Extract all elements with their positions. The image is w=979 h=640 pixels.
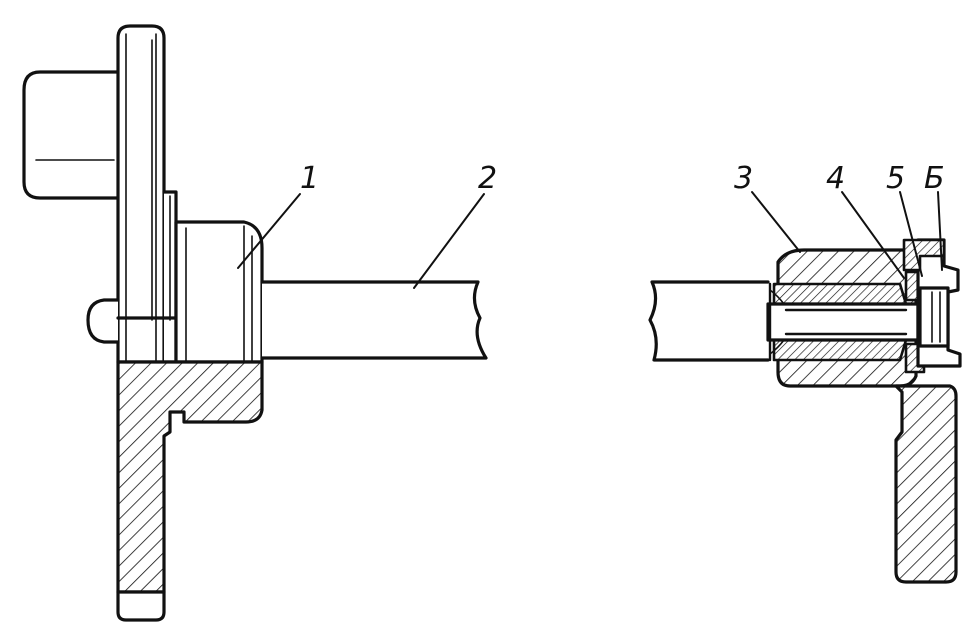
- label-3: 3: [734, 161, 753, 196]
- label-2: 2: [478, 161, 497, 196]
- lever-bottom-tip: [116, 590, 166, 622]
- right-assembly: [648, 238, 962, 584]
- left-handle: [22, 70, 120, 200]
- hub-part-1: [174, 220, 264, 364]
- right-lever-section: [894, 384, 958, 584]
- label-1: 1: [300, 161, 319, 196]
- shaft-part-2: [260, 280, 488, 360]
- left-pin: [86, 298, 120, 344]
- label-5: 5: [886, 161, 905, 196]
- collet-upper: [772, 282, 908, 306]
- collet-lower: [772, 338, 908, 362]
- left-assembly: [22, 24, 488, 622]
- label-4: 4: [826, 161, 845, 196]
- lever-section-hatched: [116, 360, 264, 594]
- label-6: Б: [924, 161, 945, 196]
- callouts: 1 2 3 4 5 Б: [237, 161, 945, 289]
- vertical-plate-upper: [116, 24, 166, 364]
- right-shaft: [648, 280, 770, 362]
